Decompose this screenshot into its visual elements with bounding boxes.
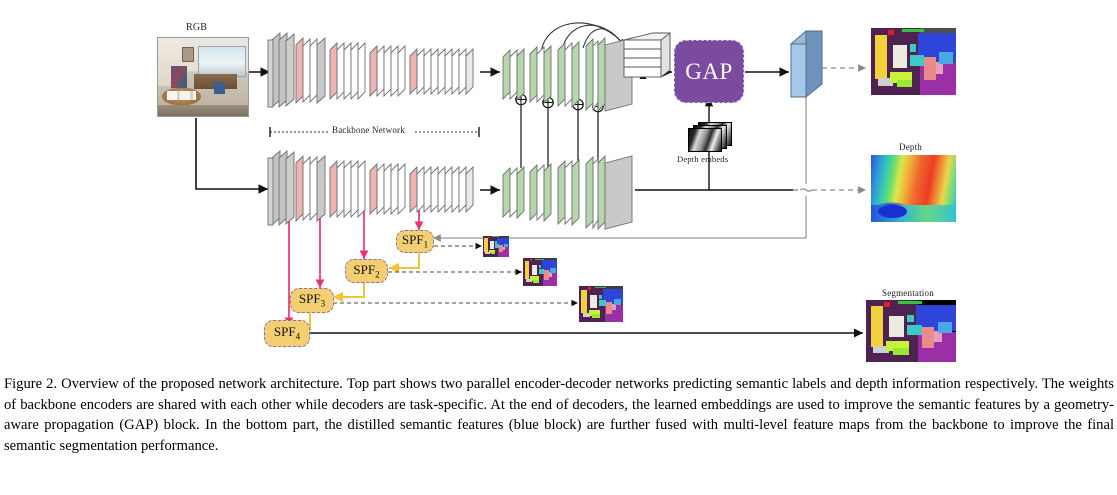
- gap-block[interactable]: GAP: [674, 40, 744, 103]
- rgb-label: RGB: [186, 22, 208, 33]
- line-blue-to-spf1: [433, 96, 807, 238]
- figure-caption-text: Figure 2. Overview of the proposed netwo…: [4, 376, 1114, 454]
- backbone-span-indicator: [269, 127, 480, 137]
- semantic-output-image: [871, 28, 956, 95]
- skip-arc-group: [540, 22, 625, 54]
- depth-output-label: Depth: [899, 142, 922, 152]
- spf-block-3[interactable]: SPF3: [290, 288, 334, 313]
- gap-label: GAP: [685, 59, 733, 84]
- depth-encoder-stack: [267, 150, 474, 226]
- depth-embeds-label: Depth embeds: [677, 154, 729, 164]
- architecture-diagram: RGB Backbone Network GAP Depth embeds SP…: [157, 22, 956, 362]
- spf-block-4[interactable]: SPF4: [264, 320, 310, 347]
- segmentation-output-image: [866, 300, 956, 362]
- spf-2-label: SPF2: [353, 261, 380, 280]
- depth-embed-thumb-1: [688, 128, 722, 152]
- backbone-network-label: Backbone Network: [332, 125, 405, 135]
- spf-4-label: SPF4: [273, 324, 301, 342]
- spf-block-2[interactable]: SPF2: [345, 259, 388, 283]
- distilled-feature-block: [789, 30, 823, 99]
- spf-3-label: SPF3: [298, 291, 326, 309]
- connector-layer: [195, 22, 866, 338]
- spf-1-label: SPF1: [401, 232, 429, 250]
- encoder-block-group-top: [267, 32, 474, 108]
- depth-embeds-stack: [688, 122, 734, 152]
- rgb-input-image: [157, 37, 249, 117]
- arrow-rgb-to-depth-encoder: [195, 118, 268, 194]
- depth-decoder-stack: [502, 154, 633, 231]
- depth-output-image: [871, 155, 956, 222]
- segmentation-output-label: Segmentation: [882, 288, 934, 298]
- spf-block-1[interactable]: SPF1: [396, 230, 434, 253]
- embedding-stack-block: [623, 32, 671, 78]
- arrow-depth-decoder-to-depth-output: [635, 186, 866, 194]
- seg-preview-3: [579, 286, 623, 322]
- seg-preview-2: [523, 258, 557, 286]
- semantic-encoder-stack: [267, 32, 474, 108]
- spf-preview-links: [333, 242, 578, 307]
- figure-caption: Figure 2. Overview of the proposed netwo…: [4, 374, 1114, 456]
- seg-preview-1: [483, 236, 509, 257]
